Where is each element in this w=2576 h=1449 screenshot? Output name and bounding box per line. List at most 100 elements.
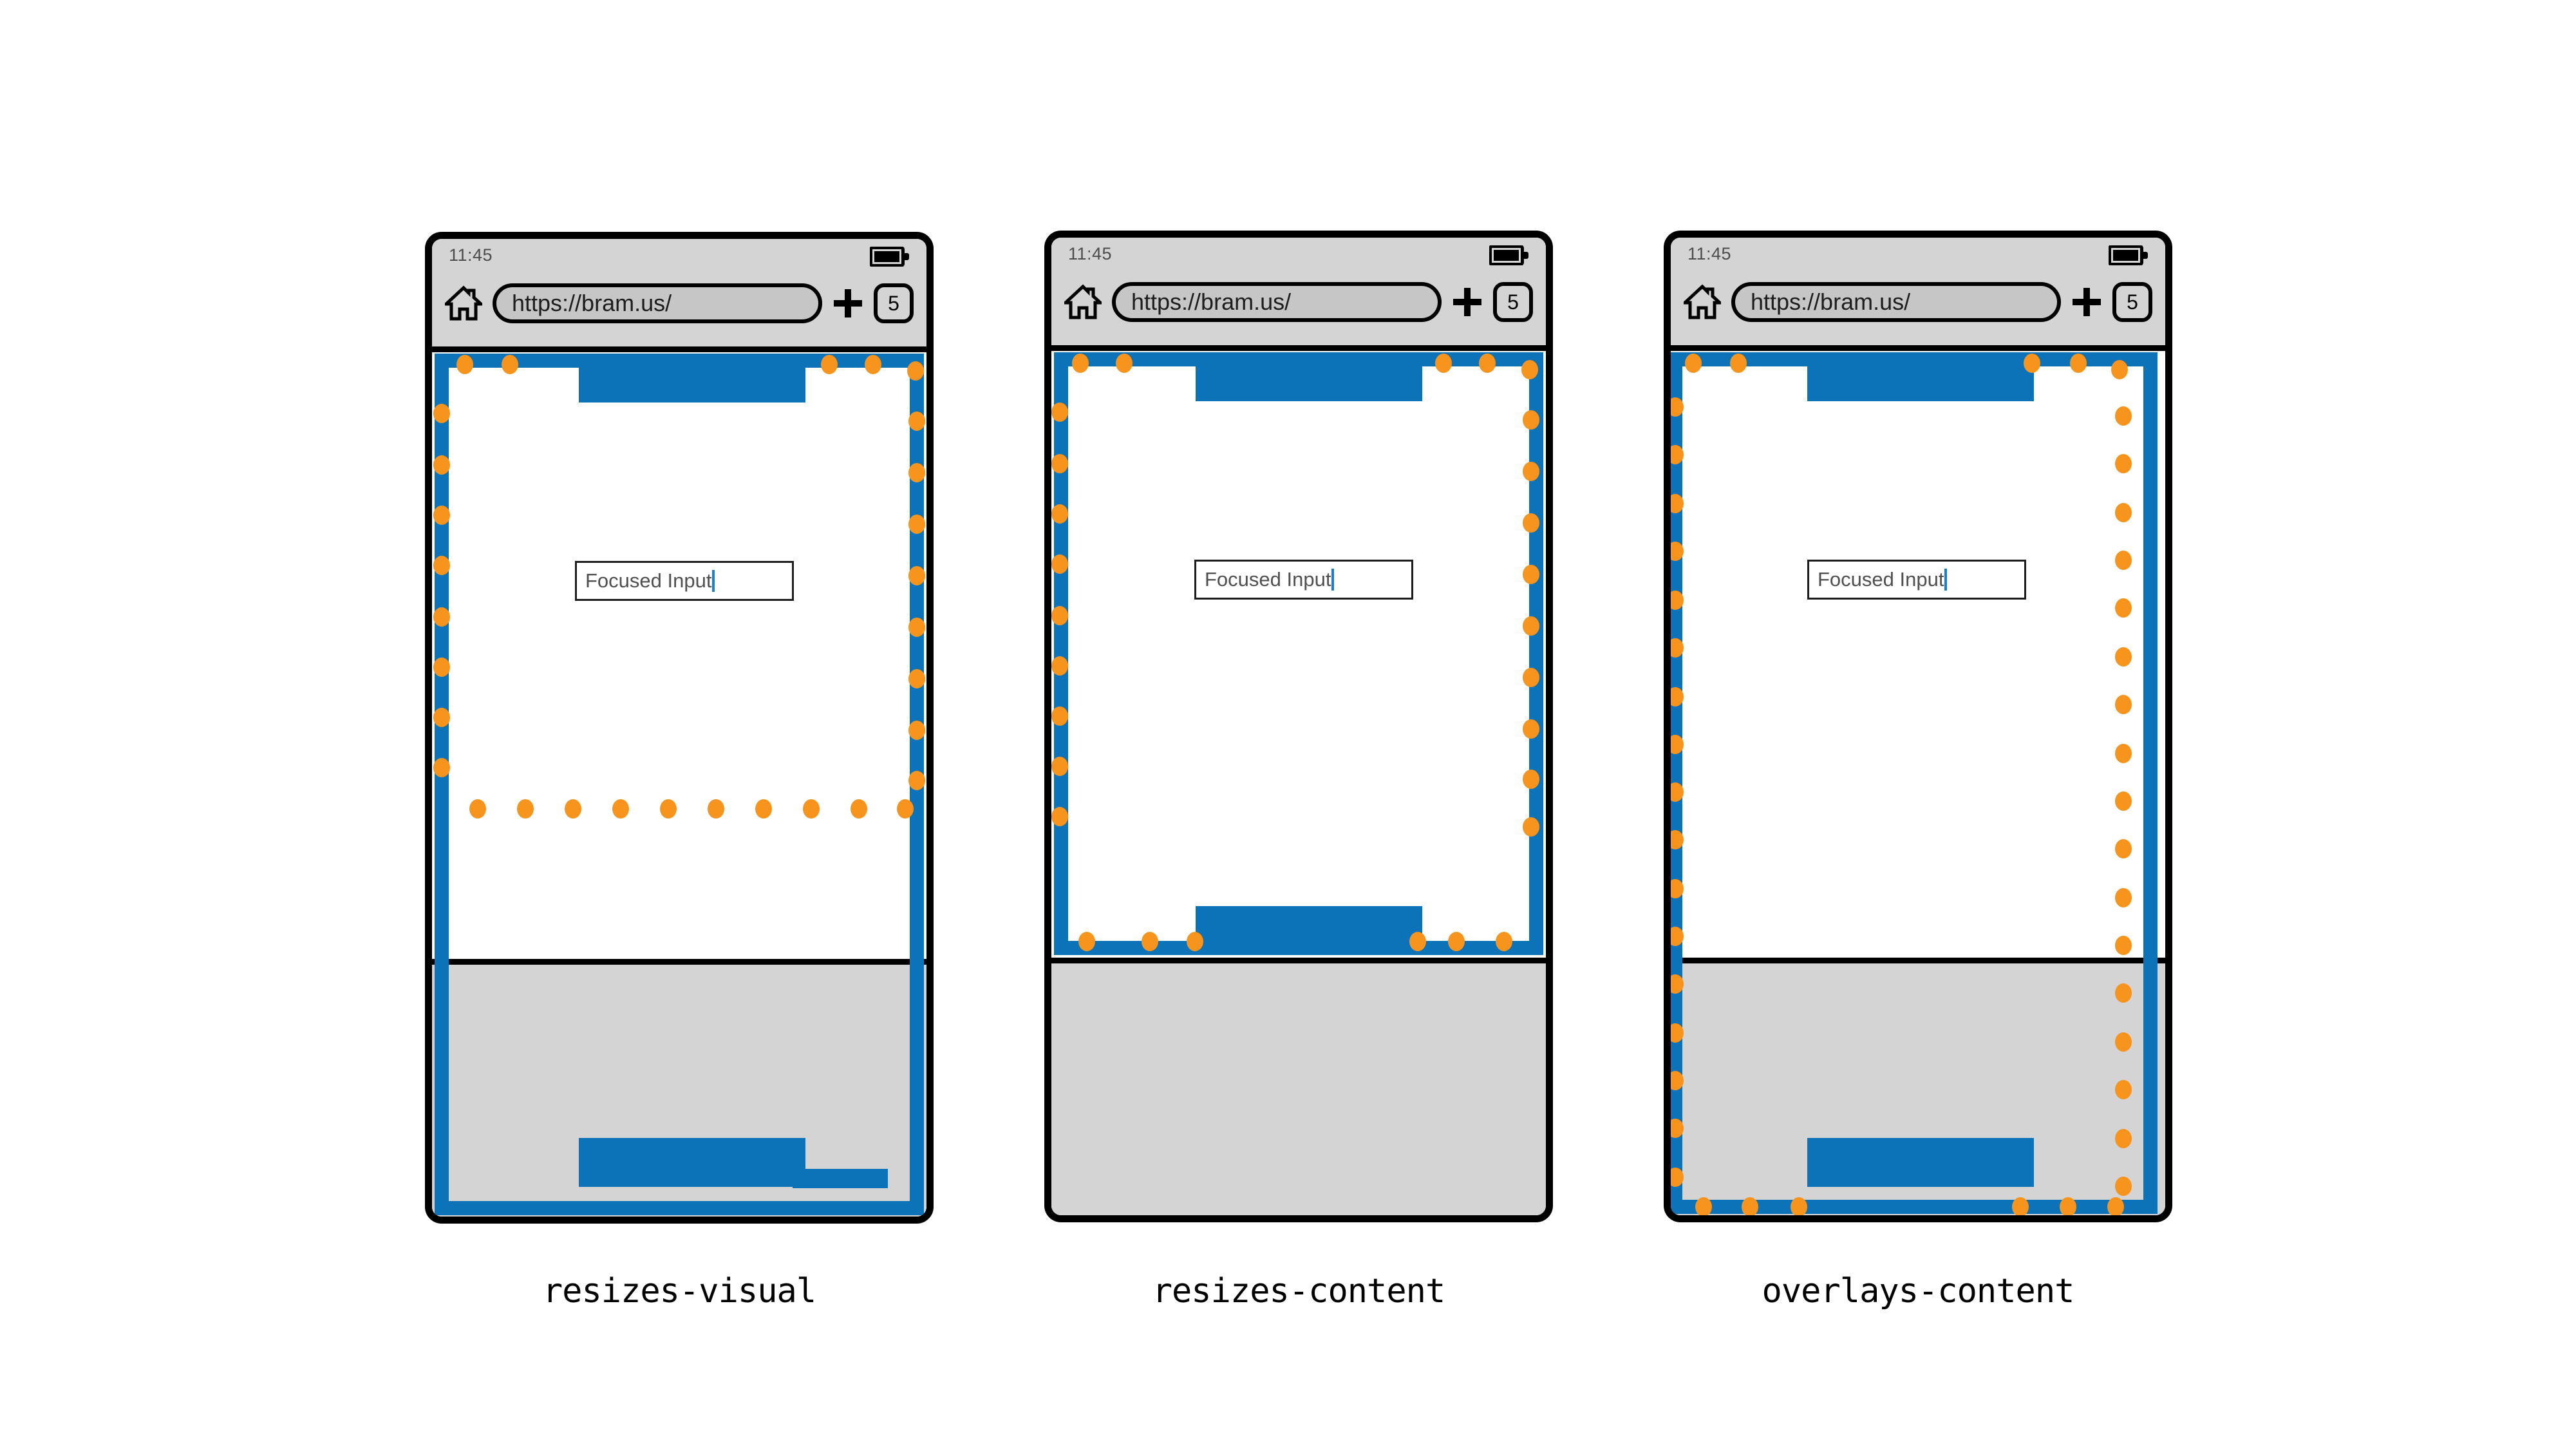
marker-dot bbox=[2024, 354, 2040, 373]
viewport-block-top-center bbox=[1807, 352, 2034, 401]
plus-icon[interactable] bbox=[1451, 285, 1484, 319]
marker-dot bbox=[1078, 932, 1095, 951]
focused-input-value: Focused Input bbox=[1205, 568, 1331, 591]
plus-icon[interactable] bbox=[2070, 285, 2103, 319]
marker-dot bbox=[2115, 598, 2132, 618]
marker-dot bbox=[433, 758, 450, 777]
marker-dot bbox=[2060, 1197, 2076, 1215]
status-bar-time: 11:45 bbox=[1688, 244, 1732, 263]
marker-dot bbox=[803, 799, 820, 819]
marker-dot bbox=[908, 412, 925, 431]
marker-dot bbox=[2115, 551, 2132, 570]
marker-dot bbox=[1051, 757, 1068, 776]
marker-dot bbox=[708, 799, 724, 819]
marker-dot bbox=[2070, 354, 2087, 373]
marker-dot bbox=[1671, 1119, 1684, 1138]
marker-dot bbox=[908, 463, 925, 482]
marker-dot bbox=[2115, 744, 2132, 763]
marker-dot bbox=[1448, 932, 1465, 951]
phone-overlays-content: 11:45 https://bram.us/ 5 bbox=[1664, 231, 2172, 1222]
marker-dot bbox=[1523, 410, 1539, 430]
focused-input-field[interactable]: Focused Input bbox=[1194, 560, 1413, 600]
marker-dot bbox=[2115, 839, 2132, 858]
tab-count-button[interactable]: 5 bbox=[874, 283, 914, 323]
marker-dot bbox=[908, 669, 925, 688]
home-icon[interactable] bbox=[1684, 284, 1721, 320]
home-icon[interactable] bbox=[1064, 284, 1102, 320]
marker-dot bbox=[1742, 1197, 1758, 1215]
status-bar-time: 11:45 bbox=[1068, 244, 1113, 263]
viewport-block-bottom-center bbox=[1196, 906, 1422, 955]
tab-count-button[interactable]: 5 bbox=[1493, 282, 1533, 322]
url-bar[interactable]: https://bram.us/ bbox=[1112, 282, 1442, 322]
marker-dot bbox=[1671, 494, 1684, 513]
marker-dot bbox=[1051, 706, 1068, 726]
marker-dot bbox=[2115, 503, 2132, 522]
marker-dot bbox=[433, 506, 450, 525]
marker-dot bbox=[1671, 927, 1684, 946]
marker-dot bbox=[433, 556, 450, 575]
virtual-keyboard-pane[interactable] bbox=[1051, 958, 1546, 1215]
marker-dot bbox=[2012, 1197, 2029, 1215]
phone-screen: 11:45 https://bram.us/ 5 bbox=[1671, 238, 2165, 1215]
viewport-block-bottom-center bbox=[579, 1138, 805, 1187]
status-bar-time: 11:45 bbox=[449, 245, 493, 265]
text-caret bbox=[1944, 569, 1948, 591]
marker-dot bbox=[1671, 735, 1684, 754]
focused-input-field[interactable]: Focused Input bbox=[1807, 560, 2026, 600]
marker-dot bbox=[1142, 932, 1158, 951]
marker-dot bbox=[2115, 791, 2132, 811]
browser-chrome: 11:45 https://bram.us/ 5 bbox=[1051, 238, 1546, 351]
marker-dot bbox=[1523, 817, 1539, 837]
marker-dot bbox=[469, 799, 486, 819]
marker-dot bbox=[1523, 719, 1539, 739]
text-caret bbox=[1331, 569, 1335, 591]
marker-dot bbox=[1523, 668, 1539, 687]
marker-dot bbox=[433, 607, 450, 627]
marker-dot bbox=[517, 799, 534, 819]
marker-dot bbox=[2115, 647, 2132, 667]
url-bar[interactable]: https://bram.us/ bbox=[493, 283, 822, 323]
marker-dot bbox=[1671, 1023, 1684, 1043]
marker-dot bbox=[1671, 638, 1684, 658]
marker-dot bbox=[2115, 406, 2132, 426]
caption-resizes-content: resizes-content bbox=[1152, 1272, 1446, 1311]
marker-dot bbox=[908, 618, 925, 637]
marker-dot bbox=[2115, 1080, 2132, 1099]
marker-dot bbox=[1671, 830, 1684, 849]
marker-dot bbox=[612, 799, 629, 819]
marker-dot bbox=[2115, 983, 2132, 1003]
marker-dot bbox=[1523, 565, 1539, 584]
marker-dot bbox=[1685, 354, 1702, 373]
marker-dot bbox=[565, 799, 581, 819]
marker-dot bbox=[1671, 1168, 1684, 1187]
url-text: https://bram.us/ bbox=[1131, 289, 1292, 315]
marker-dot bbox=[1523, 513, 1539, 533]
marker-dot bbox=[2115, 1177, 2132, 1196]
white-page bbox=[1051, 351, 1546, 715]
marker-dot bbox=[660, 799, 677, 819]
phone-screen: 11:45 https://bram.us/ 5 bbox=[432, 239, 926, 1217]
marker-dot bbox=[851, 799, 867, 819]
marker-dot bbox=[502, 355, 518, 374]
tab-count-label: 5 bbox=[1507, 290, 1519, 314]
chrome-toolbar: https://bram.us/ 5 bbox=[1671, 269, 2165, 336]
viewport-block-bottom-right bbox=[793, 1169, 888, 1188]
url-bar[interactable]: https://bram.us/ bbox=[1731, 282, 2061, 322]
marker-dot bbox=[1521, 360, 1538, 379]
focused-input-field[interactable]: Focused Input bbox=[575, 561, 794, 601]
caption-overlays-content: overlays-content bbox=[1762, 1272, 2075, 1311]
marker-dot bbox=[1523, 770, 1539, 789]
marker-dot bbox=[1479, 354, 1496, 373]
home-icon[interactable] bbox=[445, 285, 482, 321]
tab-count-button[interactable]: 5 bbox=[2112, 282, 2152, 322]
viewport-block-top-center bbox=[579, 354, 805, 402]
tab-count-label: 5 bbox=[888, 291, 899, 315]
marker-dot bbox=[1051, 454, 1068, 473]
marker-dot bbox=[1671, 542, 1684, 561]
marker-dot bbox=[1730, 354, 1747, 373]
marker-dot bbox=[1072, 354, 1089, 373]
marker-dot bbox=[1695, 1197, 1712, 1215]
marker-dot bbox=[1051, 807, 1068, 826]
plus-icon[interactable] bbox=[831, 287, 865, 320]
